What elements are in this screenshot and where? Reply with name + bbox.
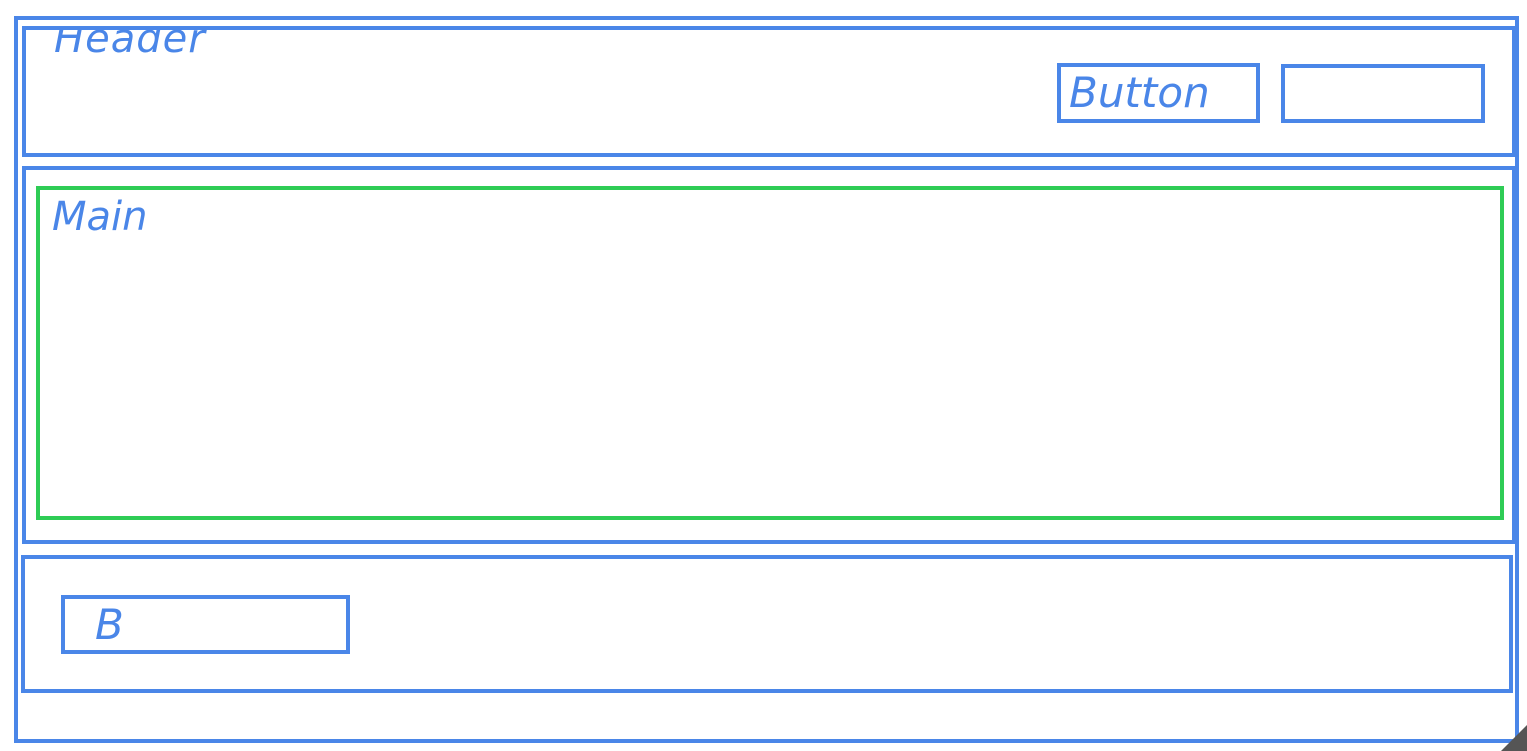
resize-handle-icon[interactable]	[1501, 725, 1527, 751]
header-region: Header	[22, 26, 1516, 157]
main-container	[22, 166, 1516, 544]
footer-button[interactable]: B	[61, 595, 350, 654]
header-label: Header	[54, 26, 206, 62]
main-content-area: Main	[36, 186, 1504, 520]
footer-button-label: B	[95, 599, 124, 649]
header-button[interactable]: Button	[1057, 63, 1260, 123]
footer-region	[21, 555, 1513, 693]
header-input-field[interactable]	[1281, 64, 1485, 123]
main-label: Main	[52, 194, 148, 240]
header-button-label: Button	[1069, 68, 1210, 117]
page-frame	[14, 16, 1519, 743]
